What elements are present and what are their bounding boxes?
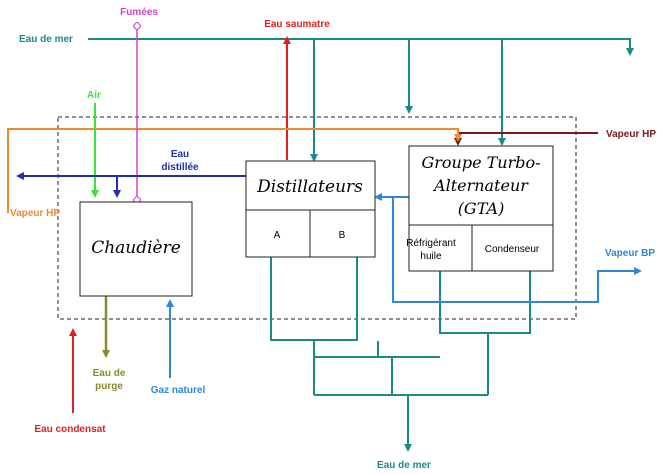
distillers-title: Distillateurs (256, 177, 363, 197)
label-vapeur-bp: Vapeur BP (605, 248, 655, 259)
gta-title-line2: Alternateur (432, 176, 529, 195)
sea-water-inlet-lines (88, 38, 634, 162)
gta-title-line1: Groupe Turbo- (421, 153, 540, 172)
label-vapeur-hp-left: Vapeur HP (10, 208, 60, 219)
plant-boundary (57, 116, 577, 320)
distilled-water-lines (16, 172, 246, 198)
oil-cooler-label-1: Réfrigérant (406, 238, 456, 249)
gta-title-line3: (GTA) (458, 199, 505, 218)
label-vapeur-hp-right: Vapeur HP (606, 129, 656, 140)
label-eau-de-purge-1: Eau de (93, 368, 126, 379)
label-eau-distillee-1: Eau (171, 149, 189, 160)
label-eau-de-mer-bottom: Eau de mer (377, 460, 431, 471)
boiler-title: Chaudière (91, 238, 181, 258)
label-air: Air (87, 90, 101, 101)
hp-steam-left-line (7, 128, 462, 213)
boiler-box (79, 201, 193, 297)
label-gaz-naturel: Gaz naturel (151, 385, 206, 396)
label-eau-saumatre: Eau saumatre (264, 19, 330, 30)
oil-cooler-label-2: huile (420, 251, 442, 262)
gta-box (408, 145, 554, 272)
distiller-b-label: B (339, 230, 346, 241)
label-eau-distillee-2: distillée (161, 162, 199, 173)
distiller-a-label: A (274, 230, 281, 241)
label-eau-de-mer-top: Eau de mer (19, 34, 73, 45)
label-eau-de-purge-2: purge (95, 381, 123, 392)
label-fumees: Fumées (120, 7, 158, 18)
hp-steam-right-line (454, 132, 598, 146)
condenser-label: Condenseur (485, 244, 540, 255)
label-eau-condensat: Eau condensat (34, 424, 106, 435)
sea-water-outlet-lines (270, 257, 531, 452)
